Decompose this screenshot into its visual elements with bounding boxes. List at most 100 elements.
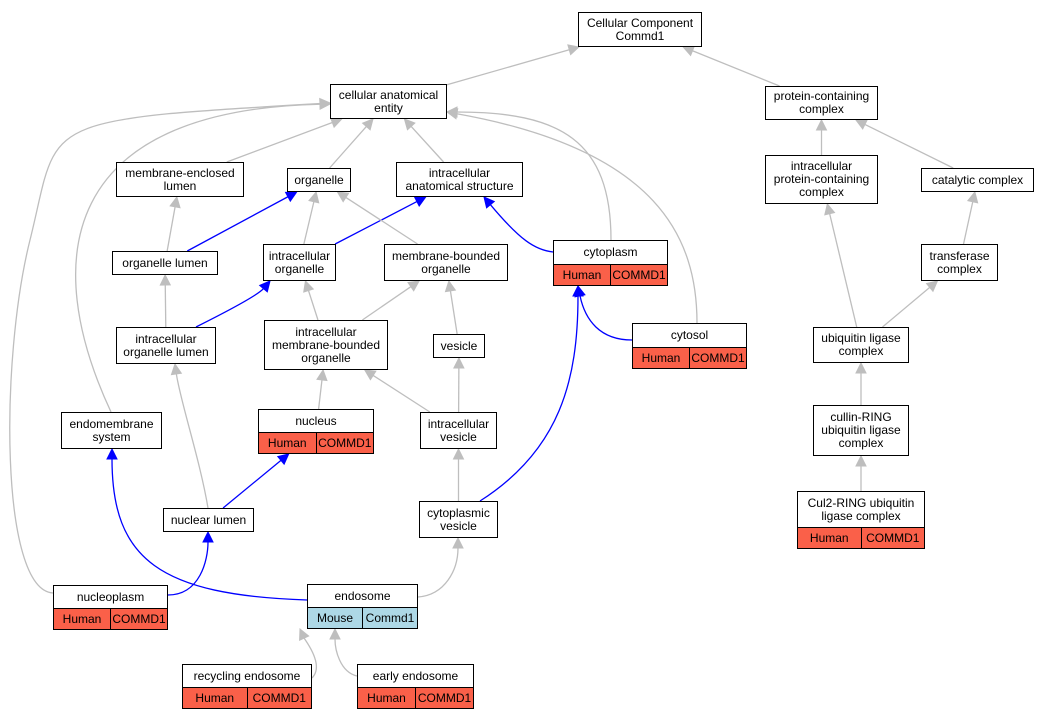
node-orl[interactable]: organelle lumen [112,251,218,275]
species-cell: Human [358,688,415,708]
node-label: nuclear lumen [170,512,247,527]
arrowhead-orl-to-mel [169,195,181,209]
arrowhead-ee-to-endo [329,627,341,640]
arrowhead-cytosol-to-cae [445,108,459,120]
node-pcc[interactable]: protein-containing complex [765,86,878,120]
arrowhead-iorg-to-ias [413,196,427,207]
arrowhead-iol-to-iorg [258,280,271,293]
edge-ubl-to-trans [882,286,931,328]
node-root[interactable]: Cellular Component Commd1 [578,12,702,47]
node-label: intracellular protein-containing complex [773,159,870,199]
species-cell: Human [54,609,110,629]
node-label: recycling endosome [193,668,301,683]
node-org[interactable]: organelle [287,168,351,192]
node-cv[interactable]: cytoplasmic vesicle [419,501,498,538]
edge-ee-to-endo [334,638,358,677]
node-cat[interactable]: catalytic complex [921,168,1034,192]
species-cell: Human [798,528,861,548]
edge-ems-to-cae [75,103,321,413]
edge-endo-to-ems [111,458,308,601]
edge-nuc-to-imbo [317,379,323,410]
node-label: intracellular membrane-bounded organelle [271,324,381,365]
arrowhead-endo-to-ems [106,447,118,460]
arrowhead-org-to-cae [361,118,374,131]
node-label: ubiquitin ligase complex [821,331,901,358]
node-mel[interactable]: membrane-enclosed lumen [116,162,244,197]
node-ves[interactable]: vesicle [433,334,485,358]
arrowhead-cyto-to-ias [483,196,496,209]
edge-mbo-to-org [345,196,418,245]
gene-cell: COMMD1 [689,348,746,368]
arrowhead-endo-to-cv [452,536,464,549]
edge-orl-to-org [186,196,289,252]
edge-np-to-cae [9,102,321,594]
edge-pcc-to-root [692,50,780,87]
arrowhead-ubl-to-ipcc [824,202,836,216]
node-trans[interactable]: transferase complex [921,244,998,281]
arrowhead-nuc-to-imbo [316,368,328,382]
node-label: intracellular organelle [268,248,331,276]
node-ems[interactable]: endomembrane system [61,412,162,449]
arrowhead-cul2-to-cul [855,454,867,467]
edge-nl-to-iol [175,373,209,509]
node-label: membrane-enclosed lumen [125,165,235,193]
node-cae[interactable]: cellular anatomical entity [330,84,447,119]
arrowhead-orl-to-org [284,191,298,203]
species-cell: Mouse [308,608,362,628]
node-label: Cul2-RING ubiquitin ligase complex [807,495,915,523]
arrowhead-imbo-to-mbo [407,280,421,292]
node-cul[interactable]: cullin-RING ubiquitin ligase complex [813,405,909,456]
node-mbo[interactable]: membrane-bounded organelle [384,244,508,281]
node-iorg[interactable]: intracellular organelle [263,244,336,281]
node-imbo[interactable]: intracellular membrane-bounded organelle [264,320,388,370]
node-iol[interactable]: intracellular organelle lumen [116,327,216,364]
arrowhead-np-to-nl [202,530,214,543]
arrowhead-iv-to-ves [453,356,465,369]
arrowhead-re-to-endo [299,627,310,641]
node-label: intracellular vesicle [427,416,490,444]
species-cell: Human [633,348,689,368]
edge-iol-to-iorg [195,288,264,328]
edge-re-to-endo [303,637,318,679]
node-label: transferase complex [929,248,990,276]
edge-ias-to-cae [410,125,445,163]
node-label: nucleoplasm [76,589,145,604]
species-cell: Human [554,265,610,285]
node-label: organelle [294,172,344,187]
edge-ubl-to-ipcc [829,213,858,328]
edge-cae-to-root [446,49,570,86]
species-cell: Human [259,433,316,453]
gene-cell: Commd1 [362,608,417,628]
edge-trans-to-cat [962,201,974,245]
arrowhead-cv-to-iv [452,447,465,460]
node-label: early endosome [372,668,459,683]
edge-cyto-to-cae [456,111,612,241]
node-ubl[interactable]: ubiquitin ligase complex [813,327,909,363]
node-label: protein-containing complex [773,89,870,116]
arrowhead-ubl-to-trans [925,280,939,293]
node-ipcc[interactable]: intracellular protein-containing complex [765,155,878,204]
arrowhead-pcc-to-root [682,45,696,57]
node-label: intracellular anatomical structure [405,165,514,193]
node-nl[interactable]: nuclear lumen [163,508,254,532]
arrowhead-nl-to-nuc [276,453,290,466]
arrowhead-iorg-to-org [308,190,320,204]
edge-iv-to-imbo [372,374,431,413]
node-iv[interactable]: intracellular vesicle [420,412,497,449]
node-label: catalytic complex [931,172,1024,187]
node-ias[interactable]: intracellular anatomical structure [396,162,523,197]
